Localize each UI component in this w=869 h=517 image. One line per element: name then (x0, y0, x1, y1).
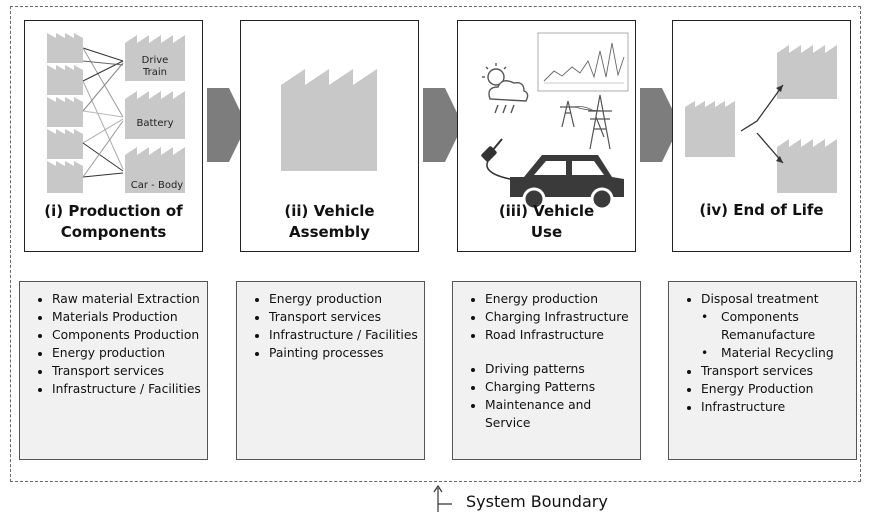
stage-title: (i) Production of Components (25, 201, 202, 243)
factor-list: Disposal treatment Components Remanufact… (669, 290, 850, 416)
recycling-factory-icon (777, 139, 837, 193)
drive-train-factory (125, 35, 185, 81)
flow-arrow-icon (423, 88, 463, 162)
system-boundary-text: System Boundary (466, 492, 608, 511)
list-item: Transport services (269, 308, 418, 326)
list-item: Charging Patterns (485, 378, 634, 396)
list-subitem: Components Remanufacture (701, 308, 850, 344)
list-item: Infrastructure (701, 398, 850, 416)
list-item: Infrastructure / Facilities (52, 380, 201, 398)
battery-factory (125, 91, 185, 139)
assembly-illustration (281, 69, 377, 171)
components-factors-box: Raw material Extraction Materials Produc… (19, 281, 208, 460)
car-body-factory (125, 147, 185, 193)
supply-arrows (82, 47, 124, 178)
factor-list: Raw material Extraction Materials Produc… (20, 290, 201, 398)
factory-label: Car - Body (131, 180, 184, 191)
stage-vehicle-use: (iii) Vehicle Use (457, 20, 636, 252)
component-factories (125, 35, 185, 193)
stage-title: (iv) End of Life (673, 200, 850, 221)
list-item: Road Infrastructure (485, 326, 634, 344)
list-item: Painting processes (269, 344, 418, 362)
stage-title-line-2: Use (530, 223, 563, 241)
stage-title: (iii) Vehicle Use (458, 201, 635, 243)
list-item: Disposal treatment (701, 290, 850, 308)
factor-list: Energy production Transport services Inf… (237, 290, 418, 362)
chart-thumbnail-icon (537, 32, 629, 92)
list-item: Energy production (269, 290, 418, 308)
stage-production-of-components: Drive Train Battery Car - Body (i) Produ… (24, 20, 203, 252)
factory-icon (47, 65, 83, 95)
list-item: Energy production (52, 344, 201, 362)
list-item: Energy Production (701, 380, 850, 398)
stage-title-line-2: Assembly (289, 223, 370, 241)
disposal-factory-icon (685, 101, 735, 157)
end-of-life-illustration (685, 45, 837, 193)
boundary-pointer-icon (433, 484, 452, 512)
source-factories (47, 33, 83, 193)
stage-title-line-1: (ii) Vehicle (284, 202, 375, 220)
vehicle-use-factors-box: Energy production Charging Infrastructur… (452, 281, 641, 460)
list-item: Transport services (52, 362, 201, 380)
list-item: Driving patterns (485, 360, 634, 378)
list-item: Infrastructure / Facilities (269, 326, 418, 344)
list-item: Energy production (485, 290, 634, 308)
factor-list: Energy production Charging Infrastructur… (453, 290, 634, 432)
factory-label: Battery (136, 118, 173, 129)
stage-title-line-1: (i) Production of (44, 202, 183, 220)
list-subitem: Material Recycling (701, 344, 850, 362)
list-item: Charging Infrastructure (485, 308, 634, 326)
factory-icon (47, 33, 83, 63)
weather-icon (482, 63, 529, 114)
list-item: Maintenance and Service (485, 396, 634, 432)
list-item: Materials Production (52, 308, 201, 326)
factory-icon (47, 129, 83, 159)
list-item: Components Production (52, 326, 201, 344)
stage-title-line-2: Components (60, 223, 167, 241)
stage-title: (ii) Vehicle Assembly (241, 201, 418, 243)
charging-plug-icon (481, 138, 511, 180)
production-illustration: Drive Train Battery Car - Body (47, 33, 185, 193)
remanufacture-factory-icon (777, 45, 837, 99)
factory-label: Drive (142, 55, 169, 66)
system-boundary-frame (10, 6, 861, 482)
flow-arrow-icon (640, 88, 680, 162)
stage-end-of-life: (iv) End of Life (672, 20, 851, 252)
power-pylon-icon (560, 94, 612, 150)
list-item: Raw material Extraction (52, 290, 201, 308)
factory-icon (47, 97, 83, 127)
end-of-life-factors-box: Disposal treatment Components Remanufact… (668, 281, 857, 460)
assembly-factors-box: Energy production Transport services Inf… (236, 281, 425, 460)
electric-car-icon (510, 155, 624, 211)
factory-label: Train (142, 67, 167, 78)
vehicle-use-illustration (481, 32, 629, 211)
factory-icon (47, 161, 83, 193)
flow-arrow-icon (207, 88, 247, 162)
assembly-factory-icon (281, 69, 377, 171)
list-item: Transport services (701, 362, 850, 380)
stage-title-line-1: (iv) End of Life (699, 201, 824, 219)
stage-vehicle-assembly: (ii) Vehicle Assembly (240, 20, 419, 252)
stage-title-line-1: (iii) Vehicle (498, 202, 595, 220)
